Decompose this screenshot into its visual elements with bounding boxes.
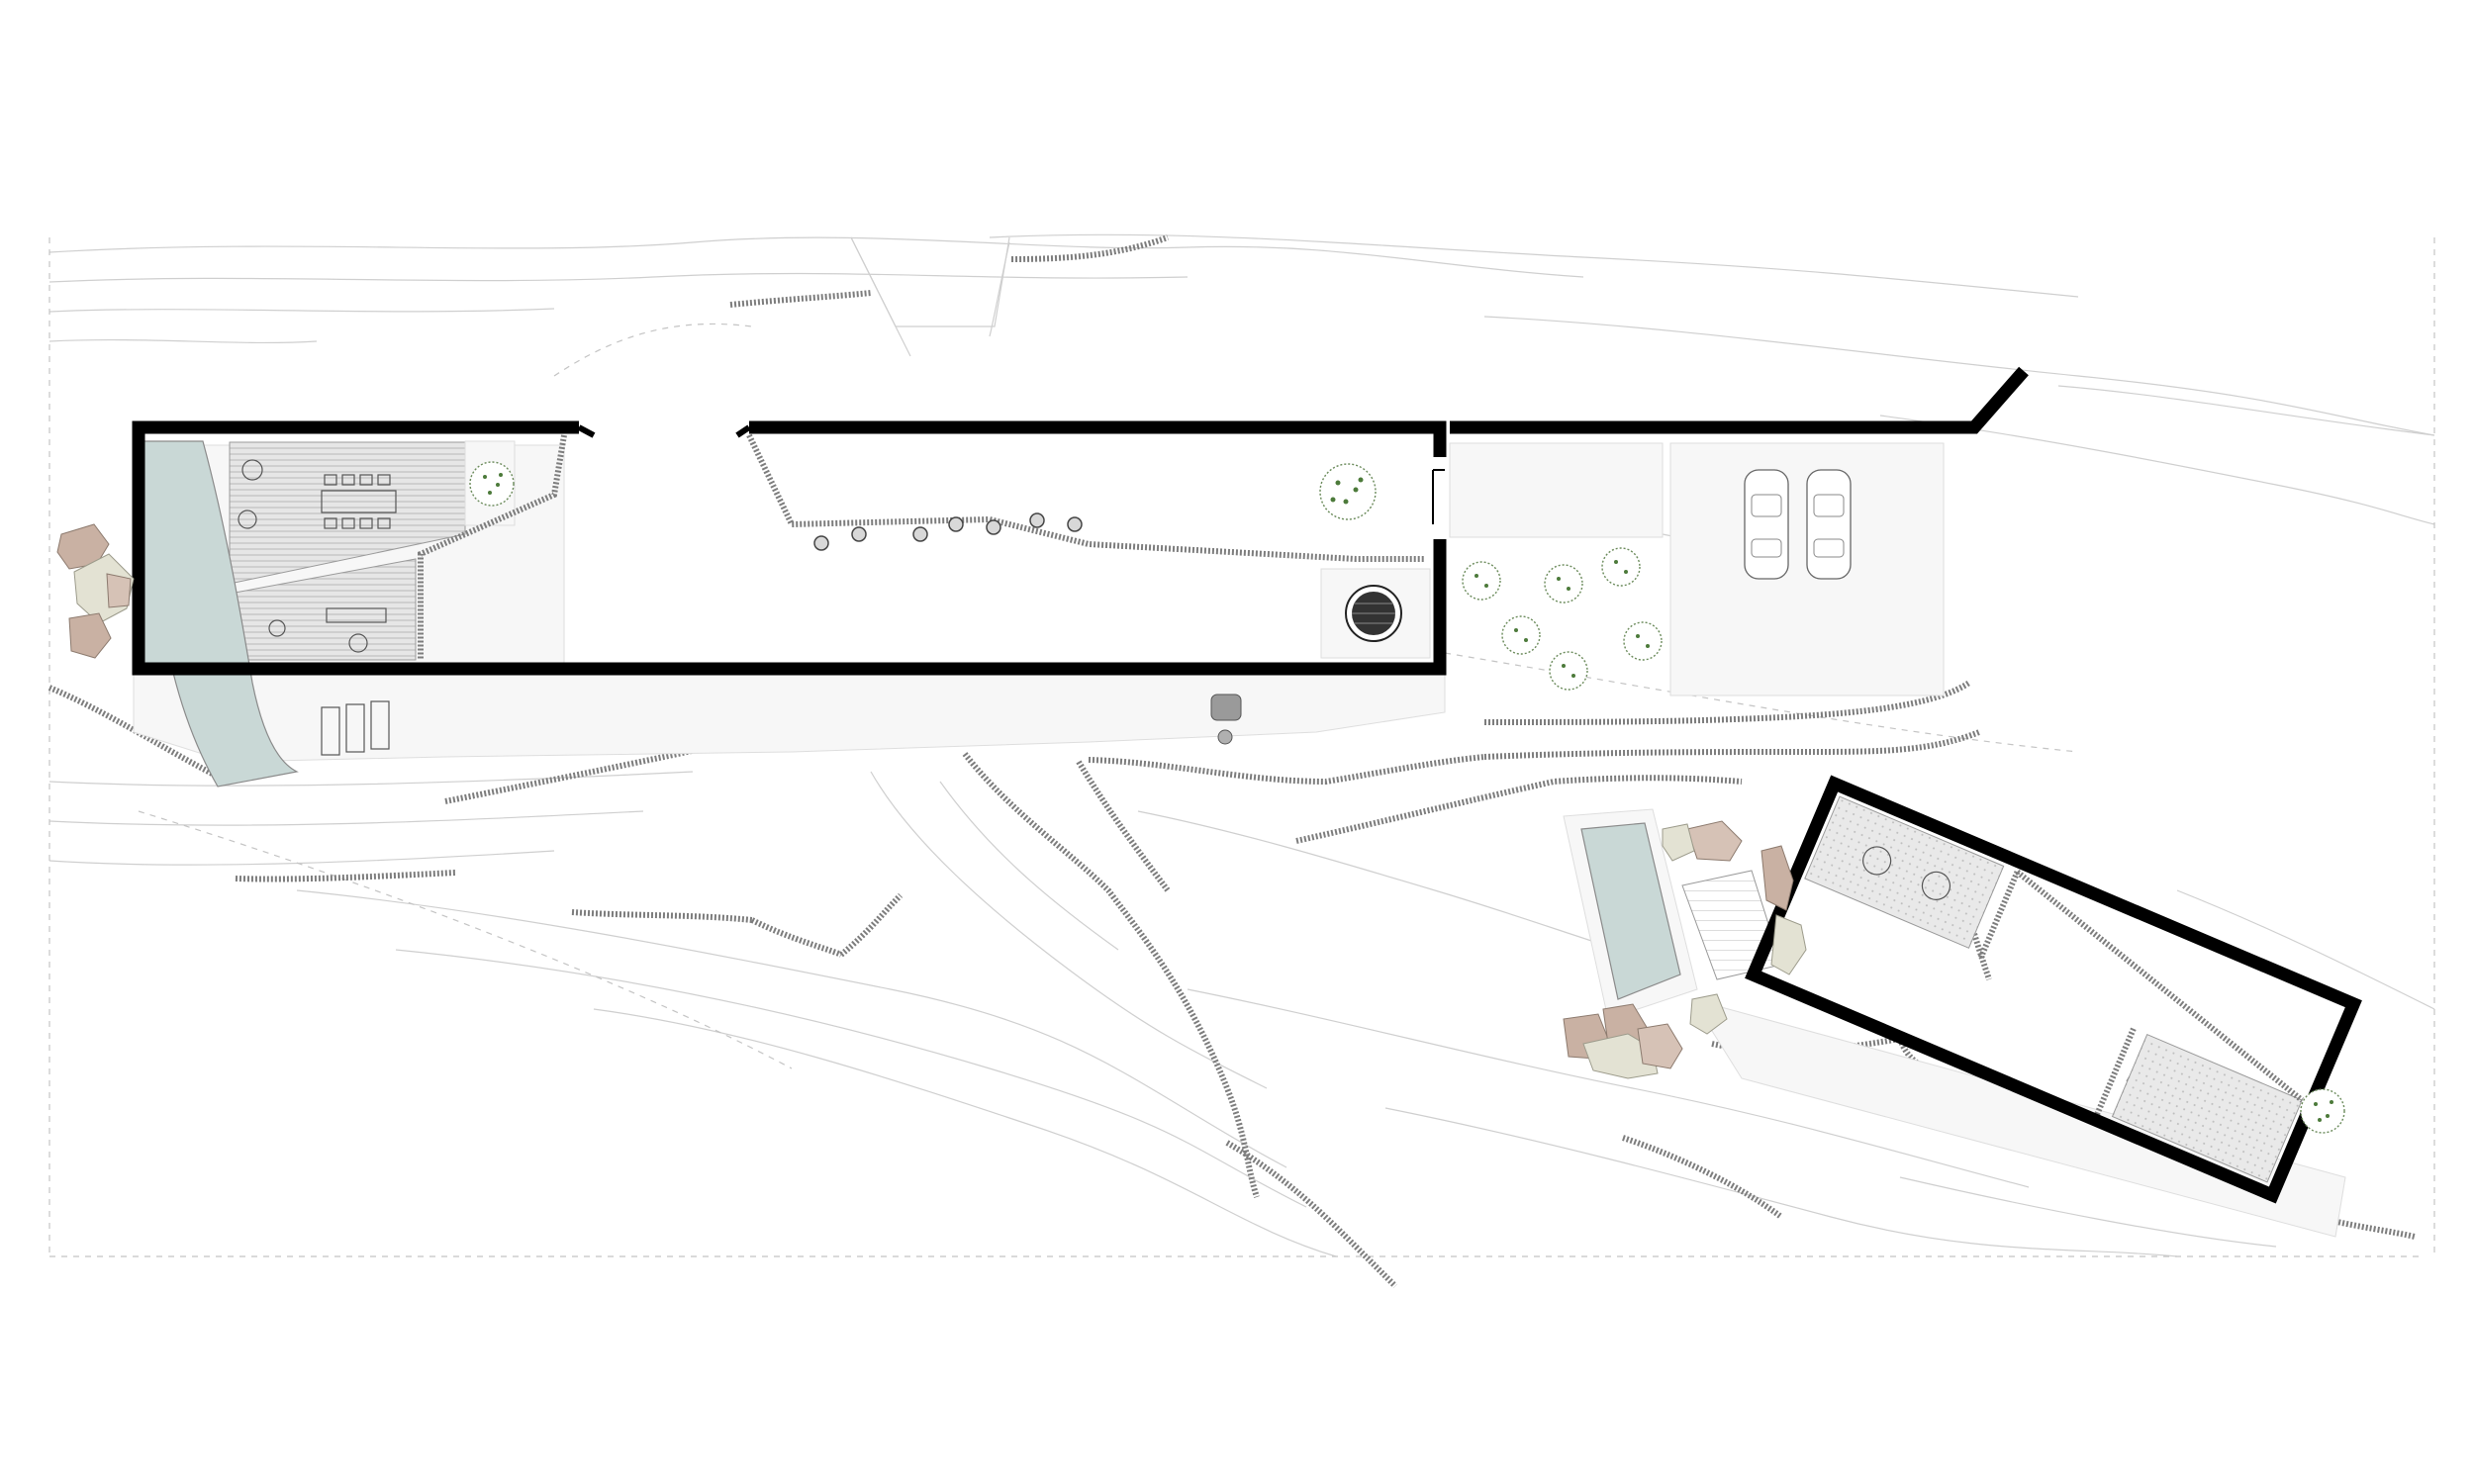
upper-residence-wall xyxy=(132,420,1447,676)
olive-tree xyxy=(1544,564,1583,603)
pavilion-deck-west xyxy=(1804,795,2005,949)
parked-cars xyxy=(1744,469,1852,580)
lounge-chair xyxy=(268,619,286,637)
service-wall xyxy=(1450,366,2029,434)
car xyxy=(1744,469,1789,580)
site-contours xyxy=(48,233,2435,1257)
side-table xyxy=(348,633,368,653)
pergola-posts xyxy=(813,512,1083,551)
entrance-gap xyxy=(577,424,751,438)
lounge-chair xyxy=(238,510,257,529)
olive-grove xyxy=(1462,547,1663,691)
fire-pit xyxy=(1320,568,1431,659)
garden-bench xyxy=(1210,694,1242,745)
dining-table xyxy=(321,474,397,529)
olive-tree xyxy=(1623,621,1663,661)
olive-tree xyxy=(1549,651,1588,691)
upper-residence-wall-north xyxy=(749,420,1447,457)
upper-pool xyxy=(138,440,299,788)
terraced-stone-walls xyxy=(48,234,2416,1289)
olive-tree xyxy=(469,461,515,507)
pavilion-deck-east xyxy=(2111,1033,2303,1183)
boulders xyxy=(56,523,1807,1079)
lounge-chair xyxy=(241,459,263,481)
outdoor-bench xyxy=(326,607,387,623)
car xyxy=(1806,469,1852,580)
olive-tree xyxy=(1319,463,1377,520)
lower-pavilion xyxy=(1745,775,2362,1204)
entry-court xyxy=(1449,442,1664,538)
olive-tree xyxy=(1462,561,1501,601)
sun-loungers xyxy=(321,700,390,756)
lower-pool xyxy=(1580,822,1681,1000)
upper-residence xyxy=(132,366,2029,788)
olive-tree xyxy=(1601,547,1641,587)
olive-tree xyxy=(2300,1088,2345,1134)
olive-tree xyxy=(1501,615,1541,655)
